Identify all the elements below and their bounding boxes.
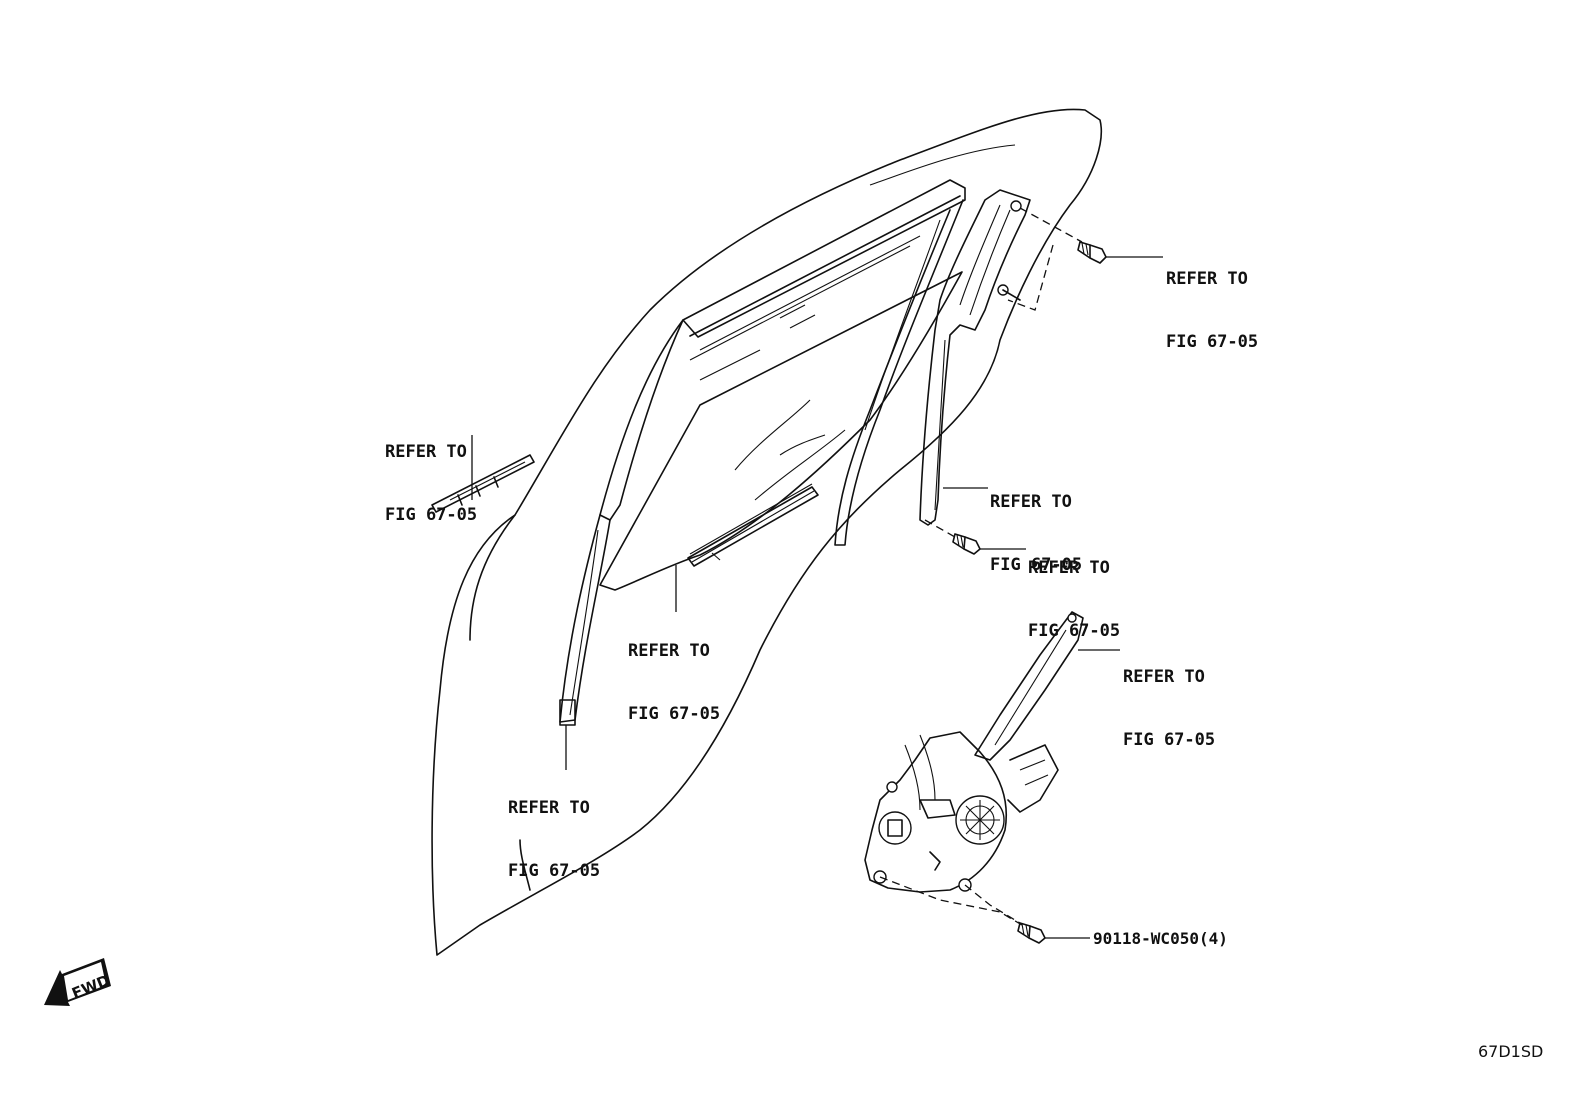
callout-line1: REFER TO [990, 492, 1072, 512]
glass-run-frame [559, 179, 966, 726]
belt-weatherstrip [687, 483, 819, 567]
part-number-label: 90118-WC050(4) [1093, 929, 1228, 948]
callout-left-weatherstrip: REFER TO FIG 67-05 [385, 400, 477, 547]
callout-line1: REFER TO [1028, 558, 1110, 578]
callout-line1: REFER TO [508, 798, 590, 818]
callout-line1: REFER TO [385, 442, 467, 462]
callout-bolt-top-right: REFER TO FIG 67-05 [1166, 227, 1258, 374]
callout-line2: FIG 67-05 [508, 861, 601, 881]
figure-id: 67D1SD [1478, 1042, 1544, 1061]
rear-glass-channel [919, 189, 1031, 526]
callout-front-channel: REFER TO FIG 67-05 [508, 756, 600, 903]
outer-belt-molding [431, 454, 535, 513]
door-panel-outline [431, 108, 1102, 956]
callout-bolt-lower-channel: REFER TO FIG 67-05 [1028, 516, 1120, 663]
window-glass [599, 271, 963, 591]
callout-glass-run: REFER TO FIG 67-05 [628, 599, 720, 746]
callout-line2: FIG 67-05 [990, 555, 1083, 575]
bolt-top-right [1077, 241, 1107, 264]
bolt-lower-channel [952, 533, 981, 555]
callout-line1: REFER TO [1123, 667, 1205, 687]
callout-line1: REFER TO [1166, 269, 1248, 289]
leader-lines [471, 256, 1163, 939]
callout-line2: FIG 67-05 [385, 505, 478, 525]
callout-rear-channel: REFER TO FIG 67-05 [990, 450, 1082, 597]
dashed-install-lines [879, 207, 1083, 926]
callout-line2: FIG 67-05 [1123, 730, 1216, 750]
callout-line2: FIG 67-05 [1028, 621, 1121, 641]
bolt-regulator-mount [1017, 922, 1046, 944]
callout-line2: FIG 67-05 [1166, 332, 1259, 352]
callout-regulator-arm: REFER TO FIG 67-05 [1123, 625, 1215, 772]
fwd-arrow-icon: FWD [44, 958, 112, 1006]
callout-line2: FIG 67-05 [628, 704, 721, 724]
callout-line1: REFER TO [628, 641, 710, 661]
